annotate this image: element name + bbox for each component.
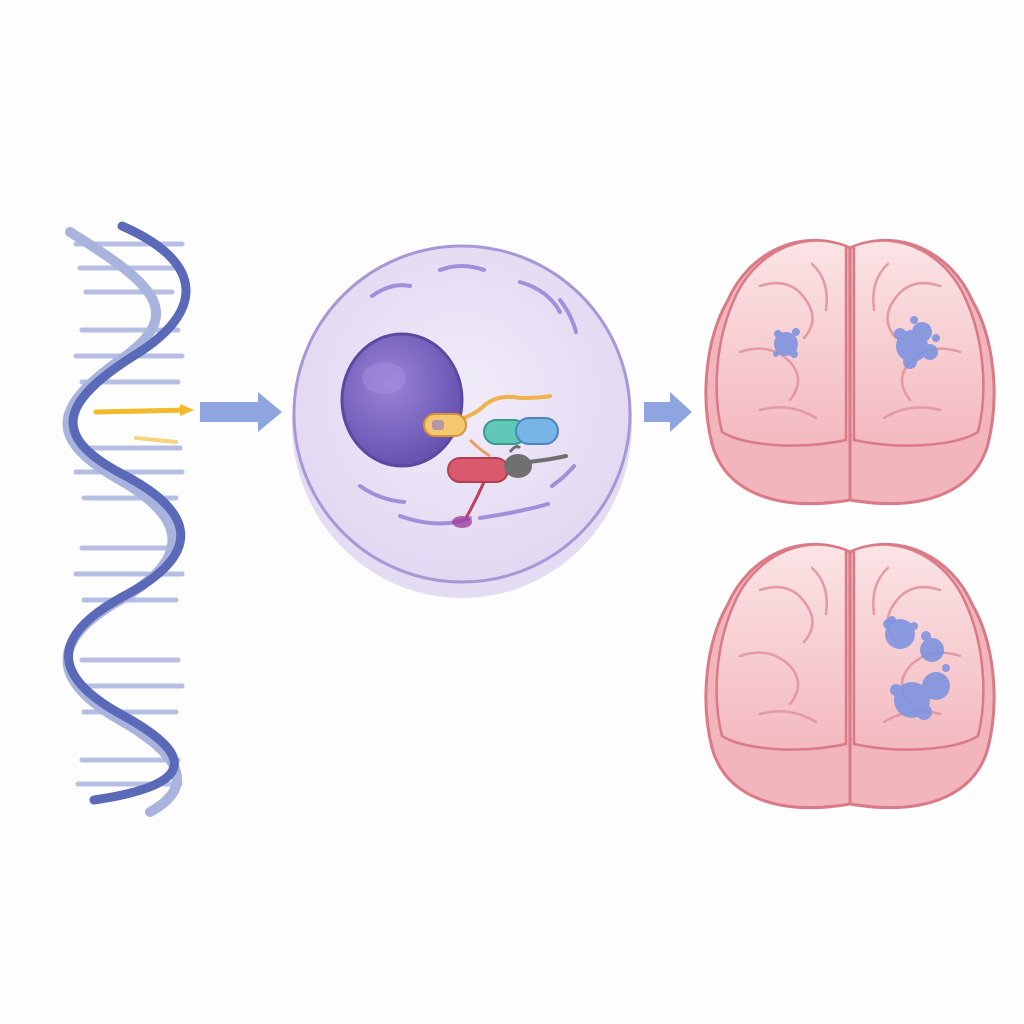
dna-front-strand bbox=[64, 221, 191, 805]
brain-bottom bbox=[704, 542, 996, 810]
cell-cytoskeleton-marks bbox=[358, 264, 578, 526]
mutation-mark bbox=[93, 404, 194, 444]
arrow-dna-to-cell bbox=[200, 392, 282, 432]
brain-icon bbox=[704, 542, 996, 810]
brain-lesion bbox=[773, 328, 800, 358]
brain-lesion bbox=[883, 619, 918, 649]
dna-back-strand bbox=[62, 227, 182, 817]
dna-double-helix-icon bbox=[62, 221, 194, 817]
brain-top bbox=[704, 238, 996, 506]
brain-lesion bbox=[888, 616, 950, 672]
arrow-cell-to-brain bbox=[644, 392, 692, 432]
organelle-red bbox=[447, 457, 509, 483]
organelle-cluster bbox=[423, 394, 568, 528]
brain-icon bbox=[704, 238, 996, 506]
nucleus bbox=[340, 332, 464, 468]
brain-lesion bbox=[890, 672, 950, 720]
brain-lesion bbox=[920, 631, 944, 662]
organelle-blue bbox=[515, 417, 559, 445]
brain-lesion bbox=[894, 316, 940, 369]
cell-icon bbox=[292, 244, 632, 598]
organelle-orange bbox=[423, 413, 467, 437]
organelle-gray bbox=[504, 454, 532, 478]
